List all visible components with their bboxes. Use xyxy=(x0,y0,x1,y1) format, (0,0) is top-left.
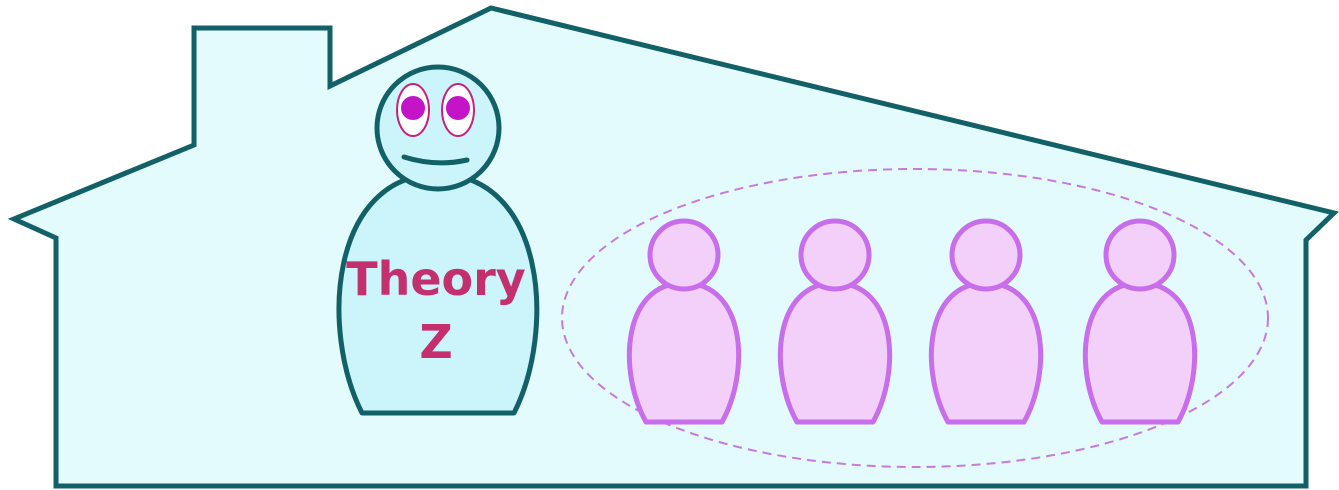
team-member-body xyxy=(780,283,889,422)
team-member-body xyxy=(931,283,1040,422)
manager-right-eye xyxy=(442,84,474,136)
team-member-body xyxy=(1085,283,1194,422)
team-member-body xyxy=(629,283,738,422)
team-member-head xyxy=(650,221,718,289)
team-member-head xyxy=(952,221,1020,289)
team-member-head xyxy=(801,221,869,289)
manager-label-line1: Theory xyxy=(346,252,526,306)
manager-label-line2: Z xyxy=(419,315,452,369)
manager-left-eye xyxy=(397,84,429,136)
manager-head xyxy=(377,67,499,189)
team-member-head xyxy=(1106,221,1174,289)
